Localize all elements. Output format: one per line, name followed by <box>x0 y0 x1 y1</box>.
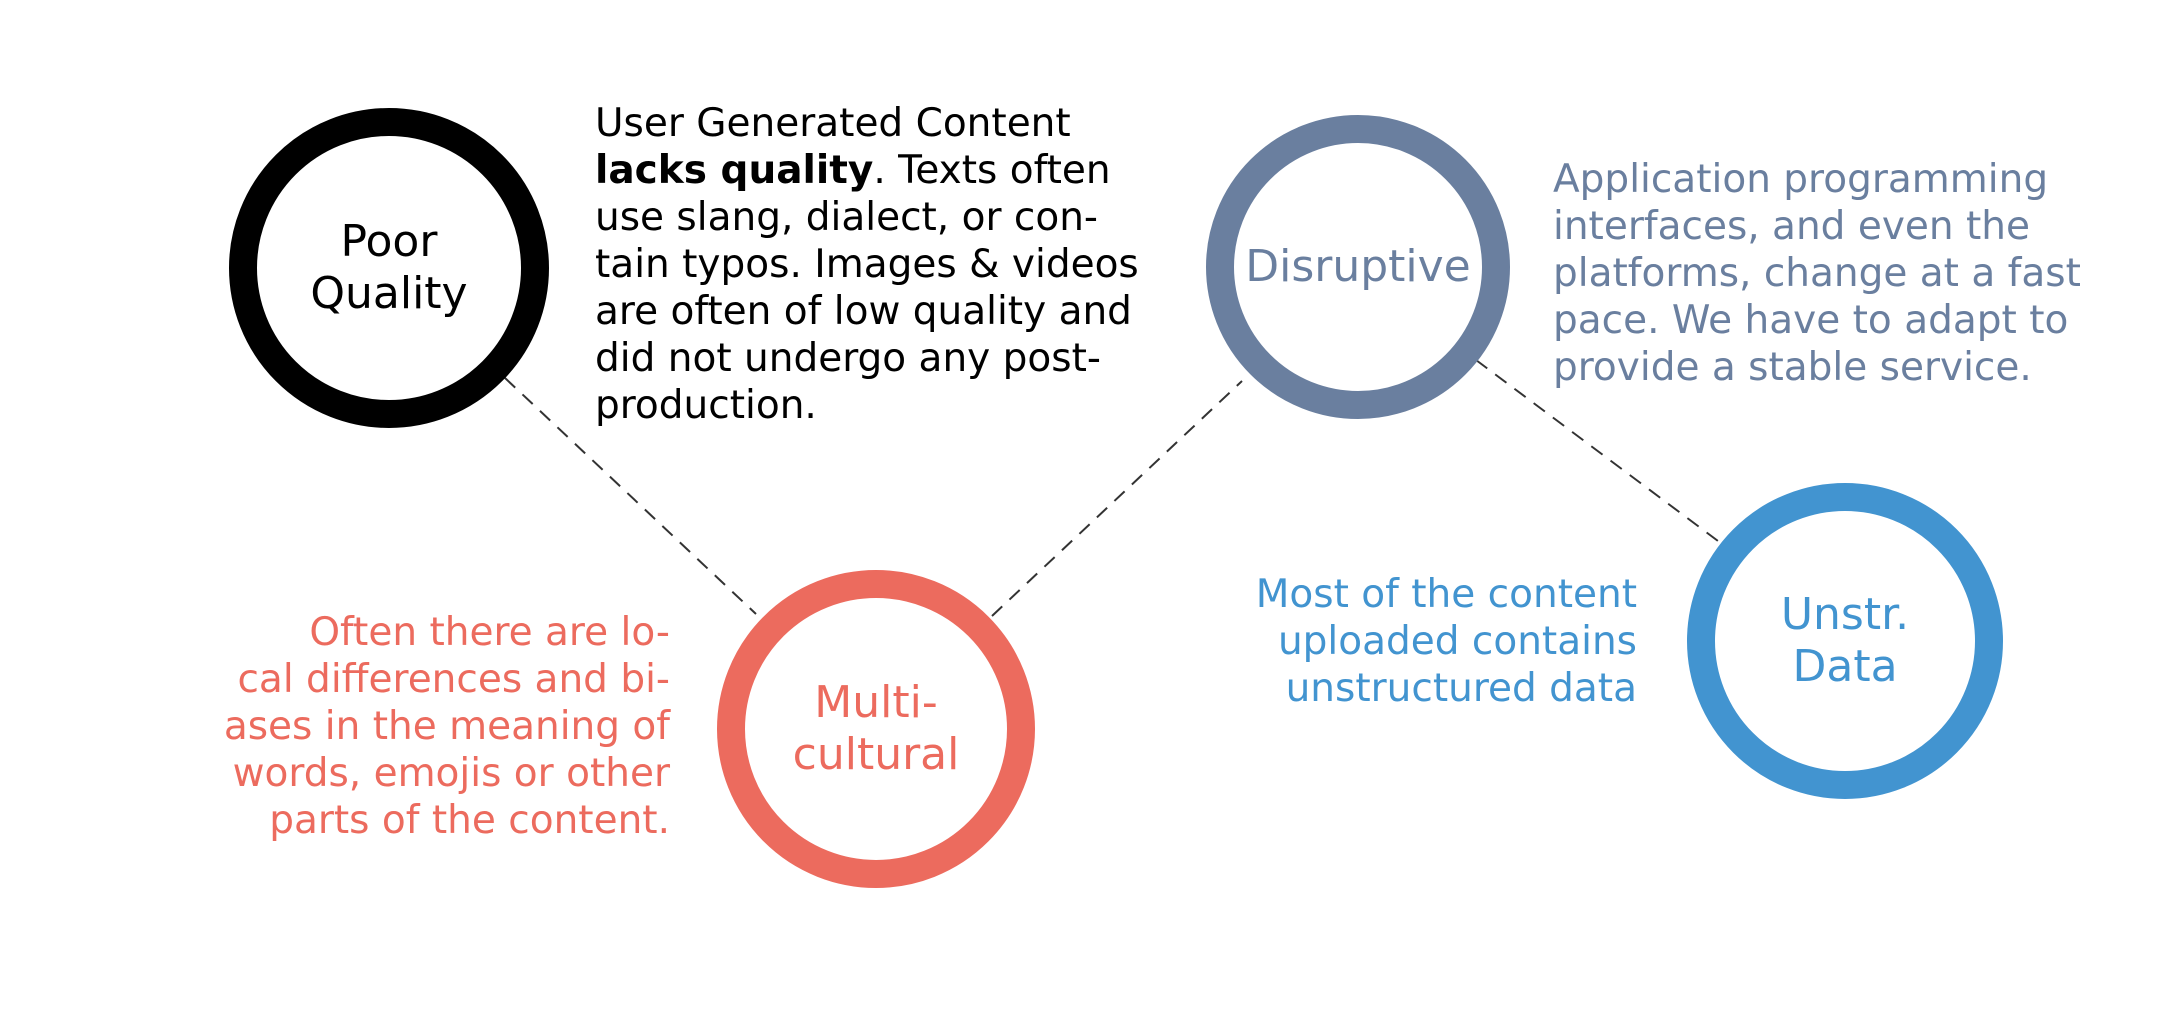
disruptive-label: Disruptive <box>1245 241 1471 292</box>
description-line: interfaces, and even the <box>1553 204 2031 249</box>
connector-poor-quality-to-multicultural <box>504 377 757 615</box>
description-line: Often there are lo- <box>309 610 670 655</box>
connector-disruptive-to-unstructured <box>1475 359 1723 545</box>
description-line: lacks quality. Texts often <box>595 147 1139 194</box>
disruptive-ring <box>1206 115 1510 419</box>
multicultural-ring <box>717 570 1035 888</box>
description-line: pace. We have to adapt to <box>1553 298 2069 343</box>
description-line: use slang, dialect, or con- <box>595 195 1098 240</box>
description-line: unstructured data <box>1285 666 1637 711</box>
disruptive-description: Application programming interfaces, and … <box>1553 156 2081 391</box>
description-line: tain typos. Images & videos <box>595 242 1139 287</box>
connector-multicultural-to-disruptive <box>991 380 1243 617</box>
description-line: are often of low quality and <box>595 289 1132 334</box>
description-line: Most of the content <box>1255 572 1637 617</box>
description-line: provide a stable service. <box>1553 345 2032 390</box>
description-line: cal differences and bi- <box>237 657 670 702</box>
description-line-rest: . Texts often <box>873 148 1111 193</box>
poor-quality-label: Poor Quality <box>310 216 468 319</box>
description-line: parts of the content. <box>269 798 670 843</box>
description-line: Application programming <box>1553 157 2049 202</box>
description-line: User Generated Content <box>595 101 1071 146</box>
poor-quality-ring <box>229 108 549 428</box>
unstructured-data-ring <box>1687 483 2003 799</box>
multicultural-description: Often there are lo- cal differences and … <box>224 609 670 844</box>
description-line: uploaded contains <box>1277 619 1637 664</box>
unstructured-data-description: Most of the content uploaded contains un… <box>1256 571 1637 712</box>
poor-quality-description: User Generated Content lacks quality. Te… <box>595 100 1139 429</box>
multicultural-label: Multi- cultural <box>792 677 960 780</box>
emphasis-lacks-quality: lacks quality <box>595 148 874 193</box>
description-line: platforms, change at a fast <box>1553 251 2081 296</box>
description-line: did not undergo any post- <box>595 336 1101 381</box>
description-line: words, emojis or other <box>232 751 670 796</box>
unstructured-data-label: Unstr. Data <box>1780 589 1910 692</box>
description-line: ases in the meaning of <box>223 704 670 749</box>
description-line: production. <box>595 383 817 428</box>
